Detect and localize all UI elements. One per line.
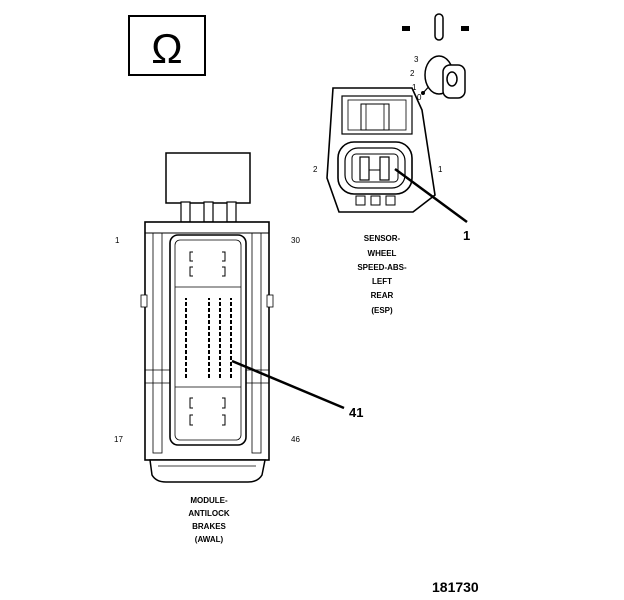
sensor-pin-1-label: 1	[438, 165, 443, 174]
module-caption: MODULE- ANTILOCK BRAKES (AWAL)	[188, 496, 230, 544]
ohm-symbol-glyph: Ω	[151, 25, 182, 72]
module-caption-line: BRAKES	[192, 522, 226, 531]
sensor-pin-2-label: 2	[313, 165, 318, 174]
module-caption-line: ANTILOCK	[188, 509, 230, 518]
sensor-connector: 2 1 1	[313, 87, 470, 243]
sensor-caption-line: SENSOR-	[364, 234, 401, 243]
document-number: 181730	[432, 579, 479, 595]
sensor-caption-line: (ESP)	[371, 306, 393, 315]
sensor-caption-line: REAR	[371, 291, 394, 300]
module-connector: 1 30 17 46 41	[114, 152, 363, 483]
module-callout-number: 41	[349, 405, 363, 420]
key-position-0: 0	[417, 93, 422, 102]
module-pin-grid-mask	[183, 300, 235, 374]
sensor-caption-line: LEFT	[372, 277, 392, 286]
module-pin-1-label: 1	[115, 236, 120, 245]
module-pin-46-label: 46	[291, 435, 300, 444]
sensor-caption: SENSOR- WHEEL SPEED-ABS- LEFT REAR (ESP)	[357, 234, 407, 315]
sensor-callout-number: 1	[463, 228, 470, 243]
sensor-caption-line: SPEED-ABS-	[357, 263, 407, 272]
module-caption-line: (AWAL)	[195, 535, 224, 544]
sensor-caption-line: WHEEL	[368, 249, 397, 258]
key-position-3: 3	[414, 55, 419, 64]
module-pin-30-label: 30	[291, 236, 300, 245]
module-pin-17-label: 17	[114, 435, 123, 444]
key-position-1: 1	[412, 83, 417, 92]
ohmmeter-symbol: Ω	[128, 15, 206, 76]
ignition-key-icon: 3 2 1 0	[402, 13, 469, 102]
key-position-2: 2	[410, 69, 415, 78]
module-caption-line: MODULE-	[190, 496, 228, 505]
